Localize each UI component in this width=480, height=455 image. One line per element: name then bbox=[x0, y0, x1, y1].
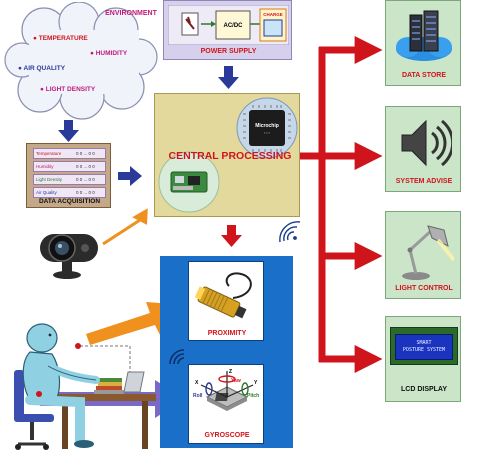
env-item-humidity: ● HUMIDITY bbox=[90, 50, 128, 57]
row-name: Humidity bbox=[36, 164, 54, 169]
battery-icon bbox=[263, 19, 283, 37]
env-item-label: TEMPERATURE bbox=[38, 35, 88, 42]
acquisition-row: Air Quality 0 0 ... 0 0 bbox=[33, 187, 106, 198]
gyroscope-icon: Z Yaw X Roll Y Pitch bbox=[193, 369, 259, 411]
axis-z-label: Z bbox=[229, 369, 232, 375]
output-lcd-display: SMART POSTURE SYSTEM LCD DISPLAY bbox=[385, 316, 461, 402]
blue-arrow-power-to-central bbox=[218, 66, 239, 89]
central-processing-art: Microchip ▪ ▪ ▪ bbox=[158, 97, 298, 213]
adc-label: AC/DC bbox=[224, 23, 244, 29]
chip-label: Microchip bbox=[255, 123, 279, 129]
env-item-air-quality: ● AIR QUALITY bbox=[18, 65, 66, 72]
row-range: 0 0 ... 0 0 bbox=[76, 164, 95, 169]
yaw-label: Yaw bbox=[231, 378, 241, 384]
row-range: 0 0 ... 0 0 bbox=[76, 151, 95, 156]
desk-lamp-icon bbox=[402, 225, 454, 280]
wifi-signal-icon bbox=[169, 349, 185, 365]
sensor-panel: PROXIMITY Z Yaw X Roll Y Pitch GYROSCO bbox=[160, 256, 293, 448]
acquisition-row: Temperature 0 0 ... 0 0 bbox=[33, 148, 106, 159]
light-control-label: LIGHT CONTROL bbox=[395, 285, 453, 292]
microchip-icon bbox=[249, 110, 285, 146]
blue-arrow-env-to-acquisition bbox=[58, 120, 79, 142]
acquisition-row: Light Density 0 0 ... 0 0 bbox=[33, 174, 106, 185]
gyroscope-label: GYROSCOPE bbox=[204, 432, 250, 439]
environment-title: ENVIRONMENT bbox=[105, 10, 157, 17]
output-system-advise: SYSTEM ADVISE bbox=[385, 106, 461, 192]
output-light-control: LIGHT CONTROL bbox=[385, 211, 461, 299]
webcam-icon bbox=[40, 234, 98, 279]
acquisition-table: Temperature 0 0 ... 0 0 Humidity 0 0 ...… bbox=[33, 148, 106, 198]
cloud-server-icon bbox=[396, 10, 452, 61]
svg-text:▪ ▪ ▪: ▪ ▪ ▪ bbox=[264, 131, 270, 135]
gyroscope-sensor-card: Z Yaw X Roll Y Pitch GYROSCOPE bbox=[188, 364, 264, 444]
env-item-label: HUMIDITY bbox=[95, 50, 128, 57]
lcd-line-2: POSTURE SYSTEM bbox=[402, 347, 446, 353]
axis-x-label: X bbox=[195, 380, 199, 386]
data-acquisition-box: Temperature 0 0 ... 0 0 Humidity 0 0 ...… bbox=[26, 143, 111, 208]
row-name: Temperature bbox=[36, 151, 62, 156]
orange-arrow-webcam-to-central bbox=[102, 208, 148, 246]
power-supply-label: POWER SUPPLY bbox=[200, 48, 257, 55]
lcd-module: SMART POSTURE SYSTEM bbox=[390, 327, 458, 365]
pitch-label: Pitch bbox=[247, 393, 259, 399]
power-supply-box: AC/DC CHARGE POWER SUPPLY bbox=[163, 0, 292, 60]
env-item-temperature: ● TEMPERATURE bbox=[33, 35, 88, 42]
person-at-desk-illustration bbox=[14, 323, 156, 450]
lcd-line-1: SMART bbox=[416, 340, 432, 346]
data-store-label: DATA STORE bbox=[401, 72, 447, 79]
roll-label: Roll bbox=[193, 393, 203, 399]
row-range: 0 0 ... 0 0 bbox=[76, 177, 95, 182]
env-item-label: LIGHT DENSITY bbox=[45, 86, 96, 93]
output-data-store: DATA STORE bbox=[385, 0, 461, 86]
cloud-shape bbox=[4, 1, 158, 120]
blue-arrow-acquisition-to-central bbox=[118, 166, 142, 186]
central-processing-box: Microchip ▪ ▪ ▪ CENTRAL PROCESSING bbox=[154, 93, 300, 217]
wifi-signal-icon bbox=[279, 221, 301, 243]
acquisition-row: Humidity 0 0 ... 0 0 bbox=[33, 161, 106, 172]
proximity-label: PROXIMITY bbox=[207, 330, 247, 337]
env-item-light-density: ● LIGHT DENSITY bbox=[40, 86, 96, 93]
proximity-sensor-card: PROXIMITY bbox=[188, 261, 264, 341]
proximity-sensor-icon bbox=[194, 272, 252, 319]
power-supply-schematic: AC/DC CHARGE bbox=[168, 5, 289, 45]
system-advise-label: SYSTEM ADVISE bbox=[395, 178, 453, 185]
central-processing-label: CENTRAL PROCESSING bbox=[168, 150, 292, 162]
red-output-bus bbox=[300, 36, 383, 373]
env-item-label: AIR QUALITY bbox=[23, 65, 66, 72]
lcd-display-label: LCD DISPLAY bbox=[400, 386, 448, 393]
data-acquisition-label: DATA ACQUISITION bbox=[38, 198, 101, 205]
speaker-icon bbox=[401, 119, 452, 167]
charge-label: CHARGE bbox=[263, 12, 283, 17]
red-down-arrow bbox=[221, 225, 242, 247]
row-name: Air Quality bbox=[36, 190, 57, 195]
adc-block bbox=[215, 10, 251, 40]
environment-cloud bbox=[4, 1, 160, 120]
lcd-screen: SMART POSTURE SYSTEM bbox=[395, 334, 453, 360]
row-range: 0 0 ... 0 0 bbox=[76, 190, 95, 195]
axis-y-label: Y bbox=[254, 380, 258, 386]
row-name: Light Density bbox=[36, 177, 63, 182]
